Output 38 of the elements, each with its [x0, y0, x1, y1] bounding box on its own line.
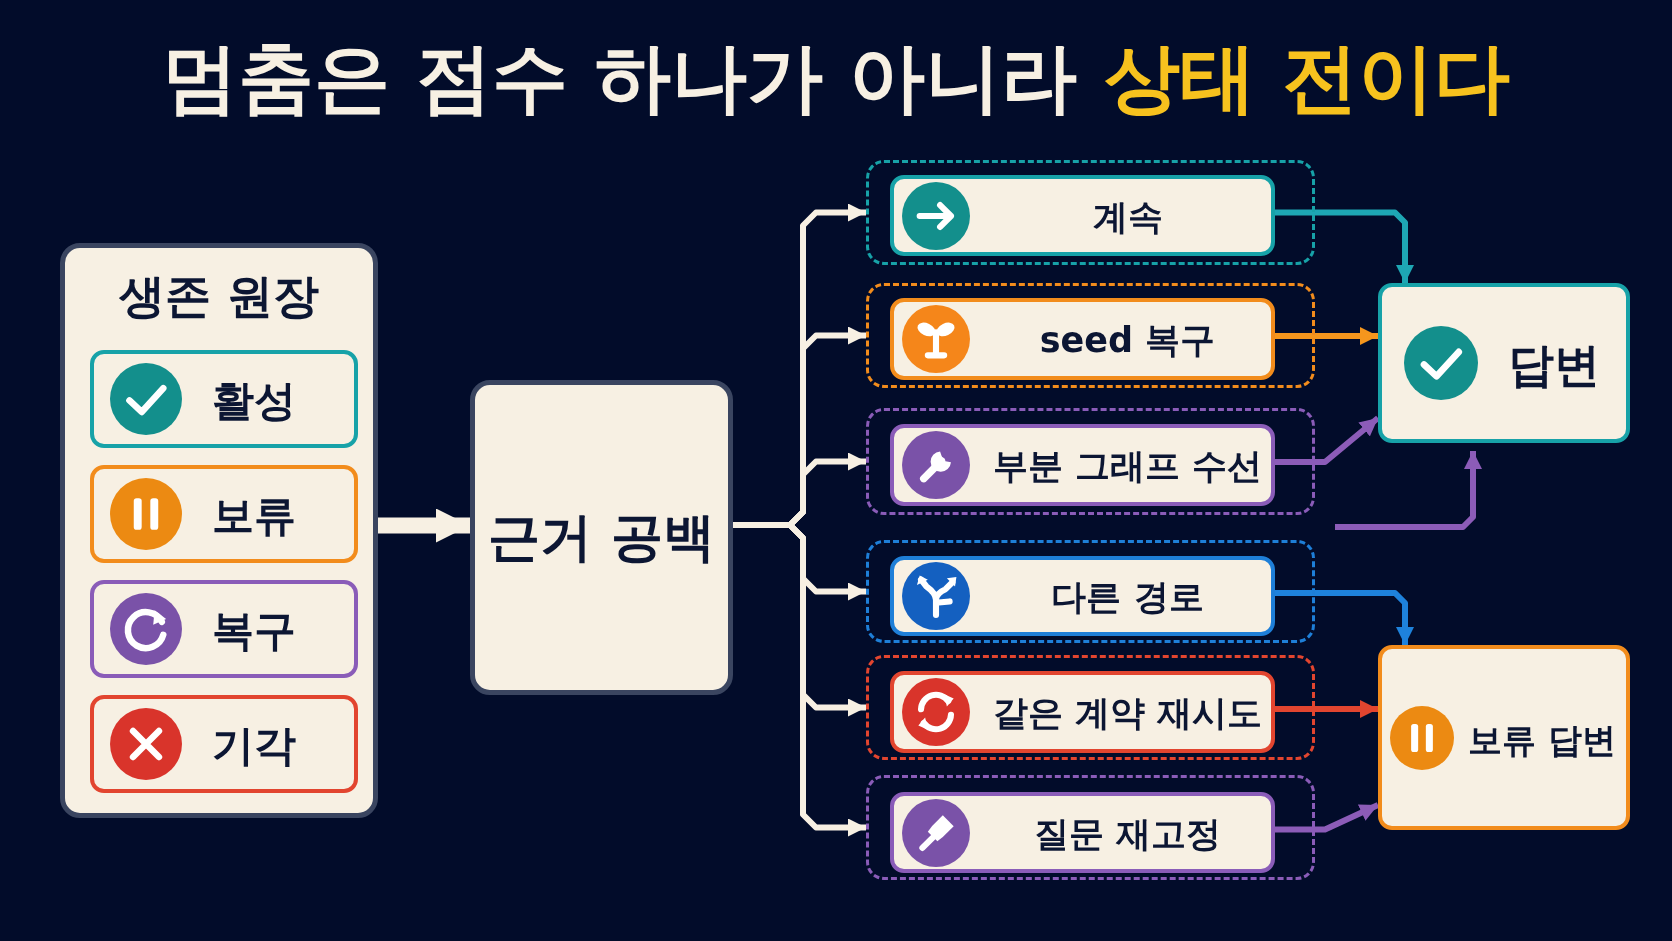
option-box: [890, 556, 1275, 636]
option-box: [890, 671, 1275, 753]
status-box: [90, 580, 358, 678]
status-box: [90, 350, 358, 448]
arrow: [733, 522, 866, 837]
option-box: [890, 298, 1275, 380]
box-label: 질문 재고정: [1032, 812, 1223, 856]
arrow: [1335, 451, 1482, 530]
box-label: 계속: [1091, 195, 1164, 239]
dashed-group: [866, 775, 1315, 880]
box-label: 보류: [212, 490, 296, 542]
title: 멈춤은 점수 하나가 아니라 상태 전이다: [160, 32, 1512, 124]
box-label: 다른 경로: [1050, 576, 1205, 619]
result-box: [1378, 283, 1630, 443]
dashed-group: [866, 540, 1315, 643]
box-label: 복구: [212, 605, 296, 657]
dashed-group: [866, 160, 1315, 265]
gap-box: [470, 380, 733, 695]
box-label: 기각: [212, 720, 296, 772]
status-box: [90, 465, 358, 563]
box-label: 같은 계약 재시도: [992, 692, 1263, 735]
box-label: 부분 그래프 수선: [992, 445, 1263, 488]
box-label: seed 복구: [1038, 319, 1217, 362]
option-box: [890, 175, 1275, 256]
panel-heading: 생존 원장: [118, 268, 320, 325]
box-label: 답변: [1507, 336, 1601, 394]
dashed-group: [866, 408, 1315, 515]
status-box: [90, 695, 358, 793]
box-label: 활성: [212, 375, 296, 427]
option-box: [890, 424, 1275, 506]
dashed-group: [866, 655, 1315, 760]
box-label: 보류 답변: [1467, 718, 1617, 762]
option-box: [890, 792, 1275, 873]
box-label: 근거 공백: [487, 505, 716, 569]
legend-panel: [60, 243, 378, 818]
block-arrow: [378, 508, 470, 543]
dashed-group: [866, 283, 1315, 388]
result-box: [1378, 645, 1630, 830]
